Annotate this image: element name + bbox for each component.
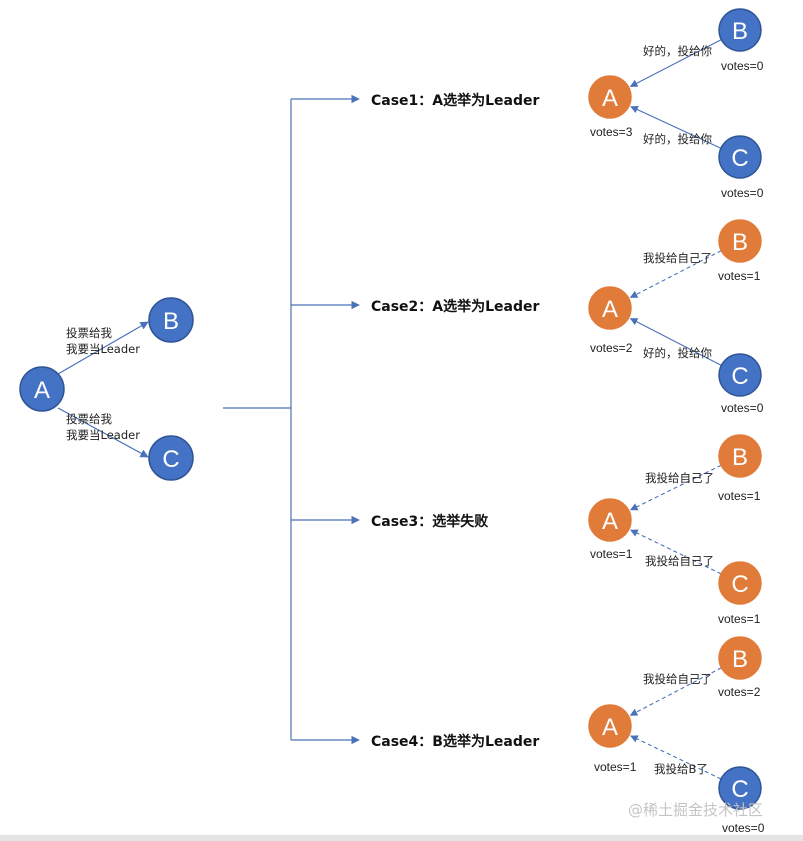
votes-c: votes=0 [721, 186, 764, 200]
node-label: A [34, 377, 50, 404]
votes-b: votes=1 [718, 489, 761, 503]
votes-c: votes=0 [722, 821, 765, 835]
node-a: A [588, 286, 632, 330]
node-label: B [732, 229, 748, 256]
node-a: A [588, 498, 632, 542]
votes-c: votes=0 [721, 401, 764, 415]
node-c: C [718, 766, 762, 810]
node-a: A [588, 704, 632, 748]
edge-b-to-a [629, 39, 722, 87]
node-label: A [602, 508, 618, 535]
node-c: C [718, 353, 762, 397]
votes-a: votes=3 [590, 125, 633, 139]
case4-title: Case4：B选举为Leader [371, 733, 539, 750]
node-label: B [732, 18, 748, 45]
node-b: B [718, 636, 762, 680]
node-a: A [19, 366, 65, 412]
edge-a-to-c [57, 407, 149, 458]
node-c: C [148, 435, 194, 481]
edge-c-to-a [629, 318, 722, 366]
node-label: A [602, 85, 618, 112]
edge-label-line2: 我要当Leader [66, 342, 140, 356]
edge-label-c: 好的，投给你 [643, 132, 712, 146]
node-label: C [731, 571, 748, 598]
edge-b-to-a [629, 667, 722, 716]
node-label: A [602, 714, 618, 741]
node-label: A [602, 296, 618, 323]
node-label: B [732, 646, 748, 673]
votes-b: votes=2 [718, 685, 761, 699]
watermark: @稀土掘金技术社区 [628, 801, 763, 819]
case3-title: Case3：选举失败 [371, 513, 489, 530]
node-label: C [731, 776, 748, 803]
node-c: C [718, 135, 762, 179]
votes-b: votes=1 [718, 269, 761, 283]
node-a: A [588, 75, 632, 119]
node-label: C [162, 446, 179, 473]
votes-a: votes=1 [590, 547, 633, 561]
edge-b-to-a [629, 464, 722, 511]
votes-a: votes=1 [594, 760, 637, 774]
case2-title: Case2：A选举为Leader [371, 298, 540, 315]
edge-label-b: 我投给自己了 [645, 471, 714, 485]
edge-label-b: 我投给自己了 [643, 251, 712, 265]
bottom-bar [0, 835, 803, 841]
votes-b: votes=0 [721, 59, 764, 73]
edge-label-c: 好的，投给你 [643, 346, 712, 360]
edge-label-line2: 我要当Leader [66, 428, 140, 442]
node-label: B [732, 444, 748, 471]
edge-label-b: 好的，投给你 [643, 44, 712, 58]
node-label: C [731, 363, 748, 390]
edge-label-line1: 投票给我 [66, 326, 112, 340]
node-b: B [148, 297, 194, 343]
node-b: B [718, 434, 762, 478]
votes-c: votes=1 [718, 612, 761, 626]
case1-title: Case1：A选举为Leader [371, 92, 540, 109]
node-c: C [718, 561, 762, 605]
edge-label-c: 我投给自己了 [645, 554, 714, 568]
node-label: C [731, 145, 748, 172]
votes-a: votes=2 [590, 341, 633, 355]
node-b: B [718, 8, 762, 52]
edge-label-b: 我投给自己了 [643, 672, 712, 686]
edge-a-to-b [57, 321, 149, 375]
initial-election: 投票给我 我要当Leader 投票给我 我要当Leader A B C [19, 297, 194, 481]
edge-c-to-a [630, 529, 722, 575]
node-b: B [718, 219, 762, 263]
case-branch-connector [223, 94, 360, 745]
edge-b-to-a [629, 250, 722, 298]
edge-c-to-a [630, 735, 722, 780]
node-label: B [163, 308, 179, 335]
edge-label-c: 我投给B了 [654, 762, 708, 776]
edge-c-to-a [630, 106, 722, 149]
edge-label-line1: 投票给我 [66, 412, 112, 426]
